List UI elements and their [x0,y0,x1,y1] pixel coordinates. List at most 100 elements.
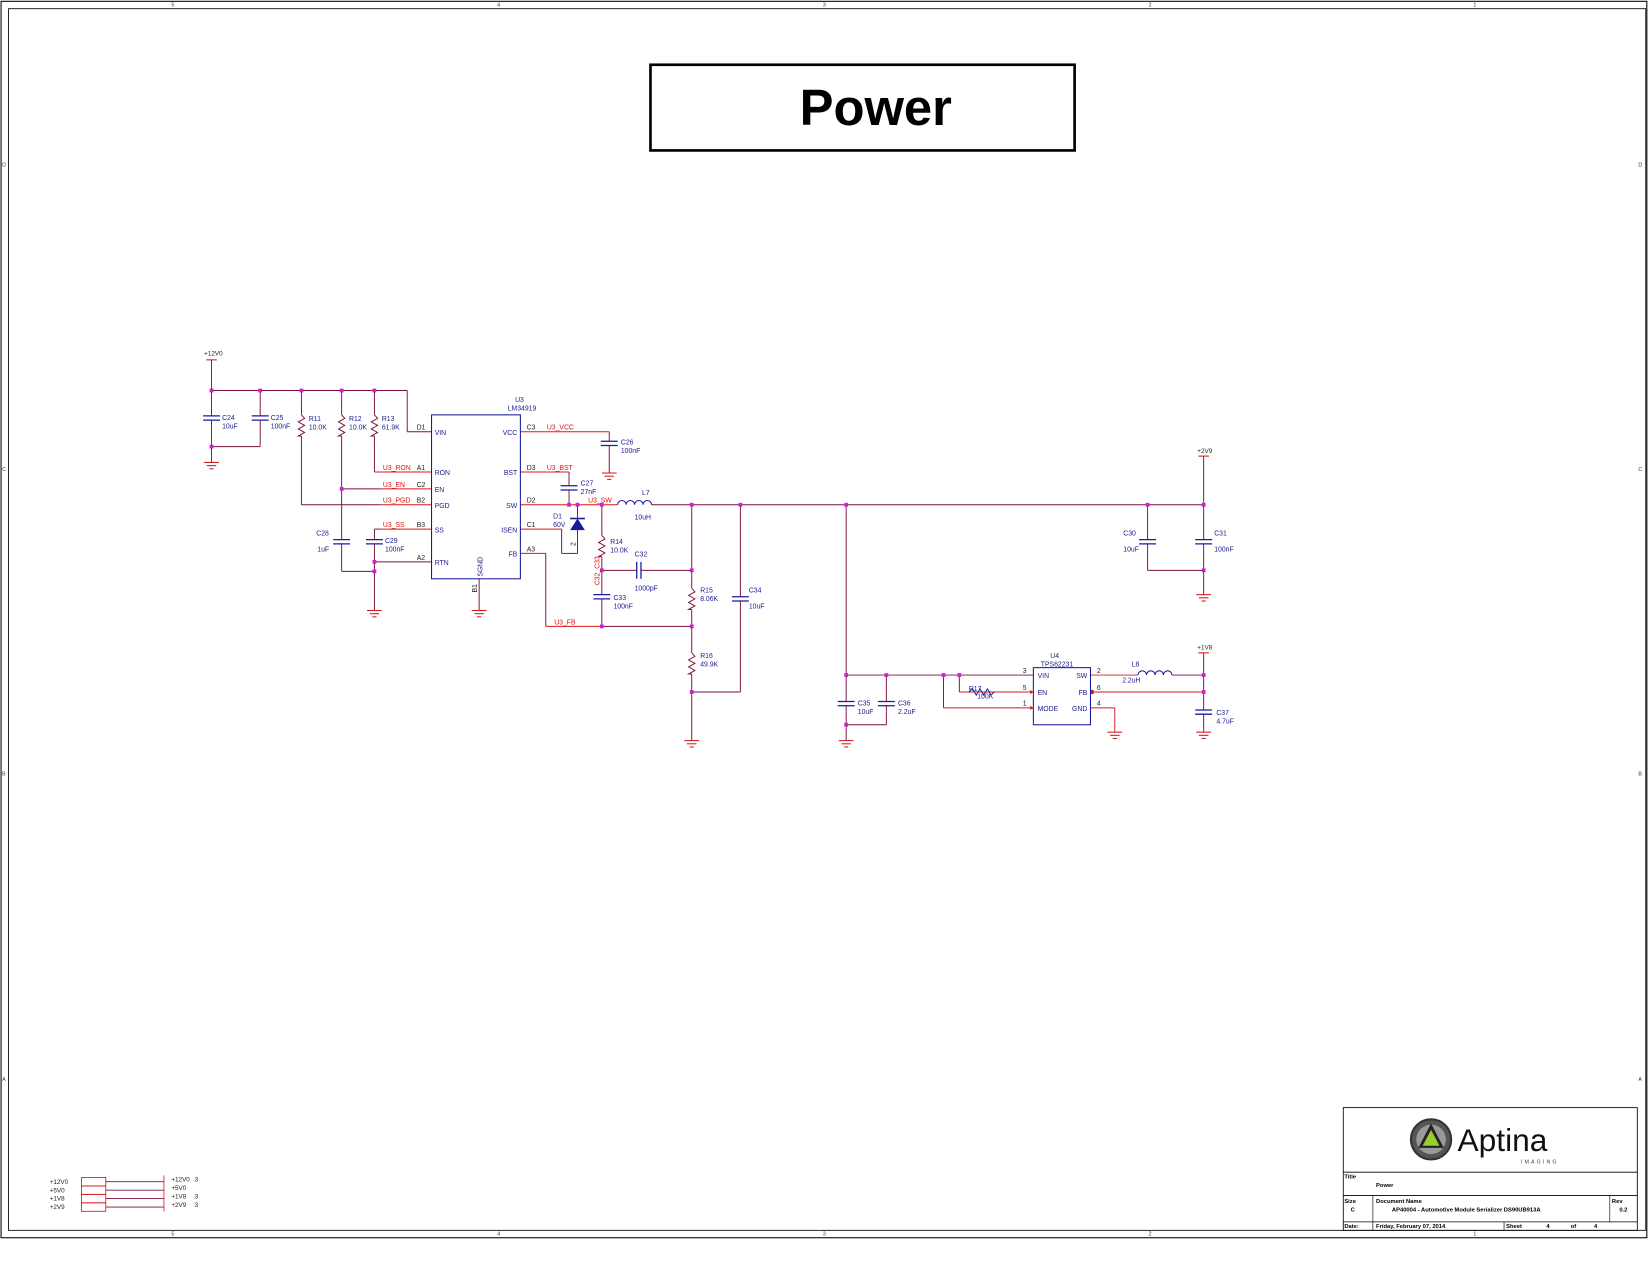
u3-pin-num: D2 [527,498,536,505]
sheet-number: 4 [1546,1224,1550,1230]
c31-gap [1194,539,1214,544]
r14-resistor-symbol [596,535,606,558]
u4-pin-name: SW [1076,673,1088,680]
u4-pin-name: MODE [1038,706,1059,713]
connector-right-net[interactable]: +1V8 [171,1194,186,1201]
frame-row-label: C [2,467,6,473]
u4-pin-name: VIN [1038,673,1049,680]
junction-dot [957,673,962,677]
u3-pin-name: SW [506,503,518,510]
junction-dot [599,624,604,629]
u3-pin-name: SS [435,527,445,534]
net-label-c32-c33: C32_C33 [595,556,602,585]
frame-col-label: 1 [1473,3,1476,9]
c35-gap [836,701,856,706]
u3-pin-num: C1 [527,522,536,529]
frame-row-label: B [2,772,6,778]
c25-value: 100nF [271,424,290,431]
r12-gap [337,414,346,437]
junction-dot [567,502,571,507]
u3-pin-num: C2 [417,482,426,489]
u3-pin-num: D1 [417,425,426,432]
pin-arrow [1030,705,1034,710]
title-block: Aptina IMAGING Title Power Size C Docume… [1342,1107,1638,1231]
net-label-u3-bst: U3_BST [547,465,574,472]
c29-ref: C29 [385,538,398,545]
u4-body [1032,667,1092,726]
c33-ref: C33 [613,595,626,602]
c32-value: 1000pF [635,585,658,592]
sheet-label: Sheet [1506,1224,1522,1230]
c33-value: 100nF [613,603,632,610]
u3-pin-name: EN [435,487,445,494]
junction-dot [689,502,694,507]
u4-pin-num: 2 [1097,668,1101,675]
u3-pin-name: VIN [435,430,446,437]
connector-right-net[interactable]: +5V0 [171,1185,186,1192]
r16-resistor-symbol [686,652,696,675]
junction-dot [599,568,604,573]
l7-value: 10uH [635,515,651,522]
junction-dot [339,388,344,393]
u3-pin-name: VCC [503,430,518,437]
r17-resistor-symbol [968,687,995,697]
u3-pin-num: D3 [527,465,536,472]
c27-ref: C27 [581,481,594,488]
junction-dot [372,559,377,564]
l8-ref: L8 [1132,662,1140,669]
frame-row-label: D [1638,162,1642,168]
title-label: Title [1344,1175,1357,1181]
u3-pin-name: RTN [435,560,449,567]
connector-right-net[interactable]: +2V9 [171,1202,186,1209]
c36-ref: C36 [898,701,911,708]
u3-body [431,414,521,580]
frame-row-label: D [2,162,6,168]
frame-col-label: 4 [497,3,500,9]
c33-gap [592,594,612,599]
r14-gap [597,535,607,557]
net-label-u3-ron: U3_RON [383,465,411,472]
r11-ref: R11 [309,416,321,423]
l8-inductor-symbol [1137,670,1173,676]
u3-pin-num: B3 [417,522,426,529]
size-label: Size [1344,1199,1356,1205]
r17-value: 100K [977,693,993,700]
c27-value: 27nF [581,489,597,496]
sheet-frame: 5 4 3 2 1 5 4 3 2 1 D C B A D C B A [0,0,1648,1239]
u4-pin-num: 3 [1023,668,1027,675]
c29-gap [364,539,384,544]
connector-left-net: +5V0 [50,1187,65,1194]
frame-col-label: 2 [1149,1232,1152,1238]
c37-gap [1194,709,1214,715]
u3-sgnd-name: SGND [477,557,484,577]
frame-col-label: 3 [823,1232,826,1238]
r12-ref: R12 [349,416,362,423]
junction-dot [884,673,889,677]
junction-dot [339,486,344,491]
connector-page-ref: 3 [195,1177,199,1184]
c25-ref: C25 [271,415,284,422]
c31-value: 100nF [1214,546,1233,553]
r15-gap [687,588,696,610]
title-value: Power [1376,1183,1394,1189]
c25-gap [250,415,270,421]
u3-pin-name: BST [504,470,518,477]
frame-col-label: 5 [171,3,174,9]
u4-ref: U4 [1050,653,1059,660]
power-port-2v9: +2V9 [1197,448,1212,455]
r11-value: 10.0K [309,425,327,432]
u4-pin-num: 5 [1023,685,1027,692]
frame-row-label: A [1638,1077,1642,1083]
junction-dot [689,624,694,629]
c29-value: 100nF [385,546,404,553]
u3-pin-num: A3 [527,546,536,553]
junction-dot [258,388,263,393]
junction-dot [1145,502,1150,507]
r17-ref: R17 [969,686,982,693]
frame-row-label: C [1638,467,1642,473]
aptina-logo: Aptina IMAGING [1409,1118,1556,1166]
net-label-u3-pgd: U3_PGD [383,498,410,505]
logo-text: Aptina [1458,1122,1548,1158]
connector-right-net[interactable]: +12V0 [171,1177,190,1184]
